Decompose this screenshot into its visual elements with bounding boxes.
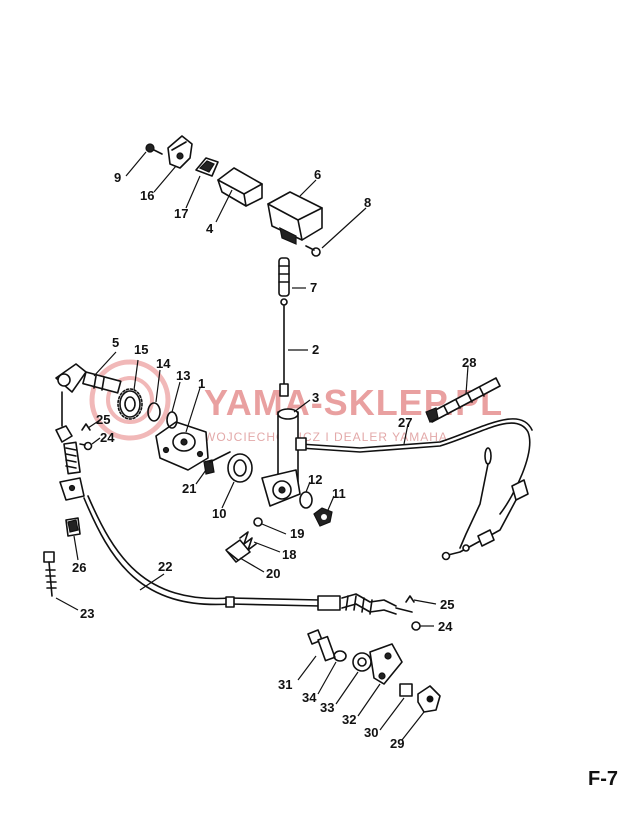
part-3-housing (261, 408, 301, 507)
part-2-rod (279, 305, 289, 397)
part-6-grip (267, 191, 323, 245)
page-code: F-7 (588, 768, 618, 790)
part-8-screw (305, 245, 321, 257)
callout-29: 29 (390, 736, 404, 751)
callout-31: 31 (278, 677, 292, 692)
part-30-pin (399, 683, 413, 697)
callout-2: 2 (312, 342, 319, 357)
part-5-lever (55, 363, 122, 427)
callout-32: 32 (342, 712, 356, 727)
callout-25-lower: 25 (440, 597, 454, 612)
callout-4: 4 (206, 221, 214, 236)
callout-17: 17 (174, 206, 188, 221)
part-24-pin-lower (411, 621, 421, 631)
callout-12: 12 (308, 472, 322, 487)
part-19-ball (253, 517, 263, 527)
part-24-pin-upper (79, 441, 93, 451)
callout-15: 15 (134, 342, 148, 357)
callout-3: 3 (312, 390, 319, 405)
callout-labels: 9 16 17 4 6 8 7 2 3 5 15 14 13 1 25 24 2… (72, 167, 476, 751)
watermark-logo-icon (89, 359, 171, 441)
callout-25-upper: 25 (96, 412, 110, 427)
part-29-nut (417, 685, 441, 713)
callout-18: 18 (282, 547, 296, 562)
part-31-bolt (307, 629, 336, 662)
watermark-subtext: WOJCIECHOWICZ I DEALER YAMAHA (204, 430, 448, 444)
callout-10: 10 (212, 506, 226, 521)
part-27-throttle-cable (295, 418, 533, 561)
part-9-screw (145, 143, 163, 155)
callout-7: 7 (310, 280, 317, 295)
part-33-bushing (352, 652, 372, 672)
leader-lines (55, 151, 469, 741)
part-4-handle (217, 167, 263, 207)
part-28-cable-tie (425, 377, 501, 423)
callout-24-lower: 24 (438, 619, 453, 634)
part-34-washer (333, 650, 347, 662)
part-7-pin (278, 257, 290, 306)
watermark-logo-inner-icon (106, 376, 154, 424)
callout-21: 21 (182, 481, 196, 496)
part-14-bushing (147, 402, 161, 422)
part-15-gear (117, 388, 143, 420)
callout-33: 33 (320, 700, 334, 715)
callout-23: 23 (80, 606, 94, 621)
part-12-washer (299, 491, 313, 509)
callout-28: 28 (462, 355, 476, 370)
part-18-spring (239, 531, 257, 551)
part-1-bracket (155, 421, 209, 471)
callout-5: 5 (112, 335, 119, 350)
callout-6: 6 (314, 167, 321, 182)
callout-13: 13 (176, 368, 190, 383)
cable-end-joint (55, 425, 85, 501)
part-25-clip-lower (405, 595, 415, 603)
callout-30: 30 (364, 725, 378, 740)
part-11-nut (313, 507, 333, 527)
callout-26: 26 (72, 560, 86, 575)
callout-1: 1 (198, 376, 205, 391)
part-32-lever (369, 643, 403, 685)
callout-34: 34 (302, 690, 317, 705)
callout-8: 8 (364, 195, 371, 210)
part-10-seal (227, 453, 253, 483)
callout-24-upper: 24 (100, 430, 115, 445)
callout-20: 20 (266, 566, 280, 581)
part-23-bolt (43, 551, 57, 597)
callout-27: 27 (398, 415, 412, 430)
part-22-shift-cable (83, 495, 413, 615)
callout-19: 19 (290, 526, 304, 541)
part-20-cap (225, 539, 251, 563)
part-17-cap (195, 157, 219, 177)
callout-16: 16 (140, 188, 154, 203)
part-26-adjuster (65, 517, 81, 537)
callout-11: 11 (332, 486, 346, 501)
part-16-bracket (167, 135, 193, 169)
callout-22: 22 (158, 559, 172, 574)
callout-14: 14 (156, 356, 171, 371)
callout-9: 9 (114, 170, 121, 185)
